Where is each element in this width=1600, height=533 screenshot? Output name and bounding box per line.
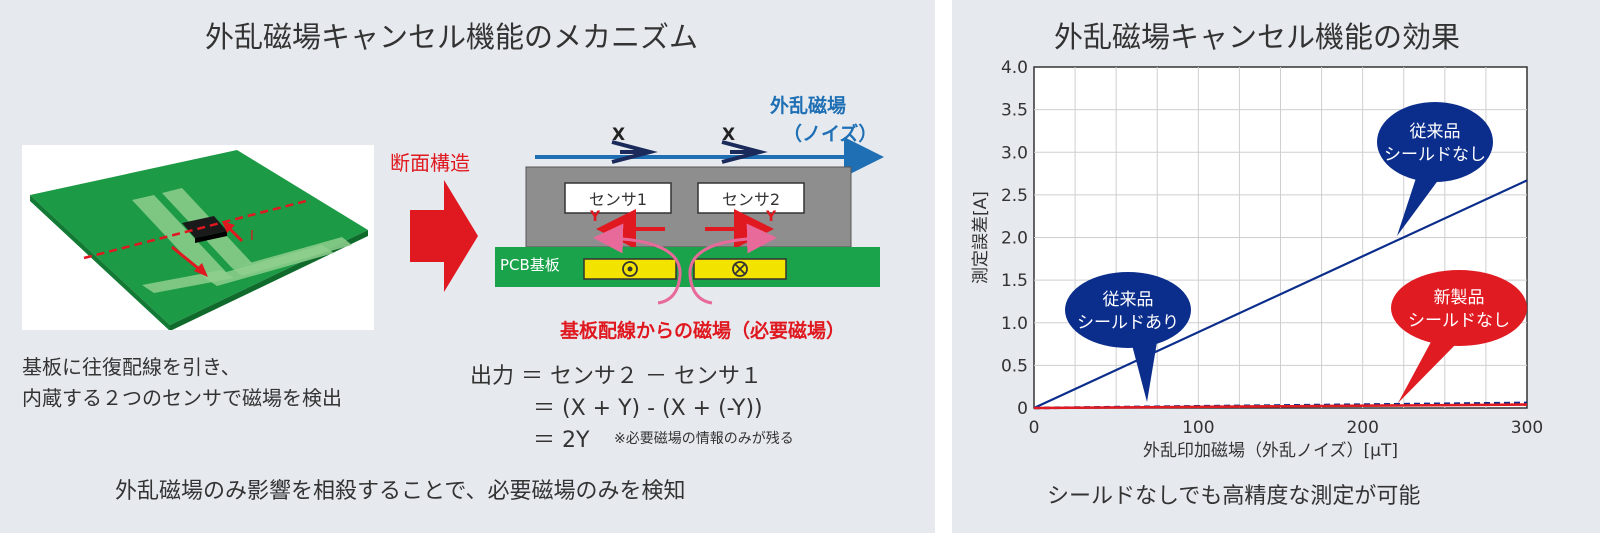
x-tick-label: 300 [1511, 418, 1543, 438]
y-label-1: Y [589, 209, 601, 225]
noise-label-line2: （ノイズ） [783, 122, 877, 145]
mechanism-panel: 外乱磁場キャンセル機能のメカニズム I 基板に往復配線を引き、 内蔵する２つのセ… [0, 0, 935, 533]
pcb-layer [495, 247, 880, 287]
callout-tail-1 [1397, 175, 1442, 236]
formula-line-1: 出力 ＝ センサ２ － センサ１ [470, 364, 762, 389]
formula-line-2: ＝ (X + Y) - (X + (-Y)) [533, 396, 763, 421]
x-tick-label: 0 [1029, 418, 1040, 438]
callout-line1-3: 新製品 [1434, 288, 1485, 308]
sensor-1 [564, 182, 672, 214]
effect-title: 外乱磁場キャンセル機能の効果 [1054, 20, 1461, 54]
x-axis-label: 外乱印加磁場（外乱ノイズ）[µT] [1143, 441, 1398, 461]
callout-line1-2: 従来品 [1103, 290, 1154, 310]
formula-line-3: ＝ 2Y [533, 428, 590, 453]
required-field-label: 基板配線からの磁場（必要磁場） [559, 319, 845, 342]
formula-note: ※必要磁場の情報のみが残る [614, 431, 794, 447]
sensor-2-label: センサ2 [722, 190, 780, 209]
sensor-1-label: センサ1 [589, 190, 647, 209]
error-chart: 0 0.5 1.0 1.5 2.0 2.5 3.0 3.5 4.0 0 100 200 300 外乱印加磁… [971, 58, 1543, 461]
y-tick-label: 3.0 [1001, 143, 1028, 163]
callout-bubble-3 [1391, 270, 1527, 346]
mechanism-footer: 外乱磁場のみ影響を相殺することで、必要磁場のみを検知 [115, 479, 686, 504]
callout-line2-3: シールドなし [1408, 311, 1510, 331]
y-tick-label: 0 [1017, 399, 1028, 419]
callout-bubble-2 [1065, 272, 1191, 348]
callout-line1-1: 従来品 [1410, 122, 1461, 142]
series-line-3 [1033, 403, 1528, 410]
description-line-1: 基板に往復配線を引き、 [22, 355, 241, 379]
y-axis-label: 測定誤差[A] [971, 191, 991, 284]
y-tick-label: 2.0 [1001, 229, 1028, 249]
series-line-1 [1033, 179, 1528, 409]
callout-tail-2 [1132, 342, 1157, 402]
callout-bubble-1 [1377, 102, 1493, 182]
pcb-illustration: I [22, 145, 374, 330]
callout-line2-1: シールドなし [1384, 145, 1486, 165]
y-tick-label: 0.5 [1001, 356, 1028, 376]
y-tick-label: 2.5 [1001, 186, 1028, 206]
cross-section-label: 断面構造 [390, 151, 470, 175]
y-tick-label: 3.5 [1001, 101, 1028, 121]
effect-footer: シールドなしでも高精度な測定が可能 [1047, 484, 1421, 509]
cross-section-diagram: 外乱磁場 （ノイズ） X X センサ1 センサ2 Y Y PCB基板 基板配線か… [495, 94, 884, 342]
callout-line2-2: シールドあり [1077, 313, 1179, 333]
mechanism-title: 外乱磁場キャンセル機能のメカニズム [205, 20, 699, 54]
current-label: I [250, 229, 254, 244]
y-label-2: Y [765, 209, 777, 225]
effect-panel: 外乱磁場キャンセル機能の効果 0 0.5 1.0 1.5 2.0 2.5 3.0 3.5 4.0… [952, 0, 1600, 533]
x-label-1: X [612, 125, 625, 145]
description-line-2: 内蔵する２つのセンサで磁場を検出 [22, 386, 342, 410]
noise-label-line1: 外乱磁場 [770, 94, 846, 117]
y-tick-label: 4.0 [1001, 58, 1028, 78]
callout-tail-3 [1398, 340, 1457, 403]
big-right-arrow [410, 180, 478, 292]
y-tick-label: 1.5 [1001, 271, 1028, 291]
x-label-2: X [722, 125, 735, 145]
x-tick-label: 200 [1346, 418, 1378, 438]
pcb-label: PCB基板 [500, 256, 560, 274]
x-tick-label: 100 [1182, 418, 1214, 438]
y-tick-label: 1.0 [1001, 314, 1028, 334]
